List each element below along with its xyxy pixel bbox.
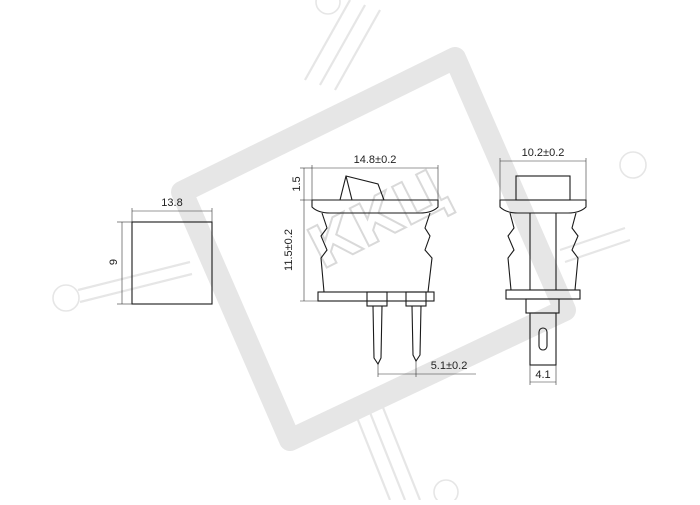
watermark-stripe bbox=[77, 260, 191, 292]
watermark-stripe bbox=[564, 238, 631, 264]
terminal-width-label: 4.1 bbox=[535, 369, 550, 381]
front-flange bbox=[499, 199, 587, 214]
front-view: 10.2±0.2 4.1 bbox=[499, 147, 587, 385]
watermark-frame bbox=[171, 47, 576, 451]
terminal-pin-left bbox=[372, 305, 383, 366]
terminal-block-right bbox=[405, 291, 427, 307]
rocker-edge bbox=[345, 175, 353, 201]
watermark-circle bbox=[619, 151, 647, 179]
watermark-stripe bbox=[378, 399, 422, 501]
watermark-stripe bbox=[363, 399, 407, 501]
base-height-label: 9 bbox=[108, 259, 120, 265]
watermark: ККЦ bbox=[52, 0, 647, 505]
terminal-pin-right bbox=[411, 305, 422, 363]
housing-base bbox=[317, 291, 435, 302]
watermark-circle bbox=[315, 0, 341, 15]
watermark-stripe bbox=[559, 226, 626, 252]
base-view: 13.8 9 bbox=[108, 197, 213, 305]
pitch-label: 5.1±0.2 bbox=[431, 360, 468, 372]
terminal-slot bbox=[538, 327, 548, 351]
rocker-actuator bbox=[339, 175, 385, 201]
front-terminal-tab bbox=[529, 312, 557, 366]
watermark-circle bbox=[433, 479, 459, 505]
bezel-flange bbox=[311, 199, 439, 214]
side-width-label: 14.8±0.2 bbox=[354, 154, 397, 166]
watermark-circle bbox=[52, 284, 80, 312]
watermark-stripe bbox=[334, 9, 381, 91]
base-width-label: 13.8 bbox=[161, 197, 182, 209]
watermark-stripe bbox=[319, 4, 366, 86]
front-width-label: 10.2±0.2 bbox=[522, 147, 565, 159]
side-view: 14.8±0.2 1.5 11.5±0.2 5.1±0.2 bbox=[283, 154, 476, 377]
side-top-label: 1.5 bbox=[291, 176, 303, 191]
terminal-block-left bbox=[366, 291, 388, 307]
watermark-stripe bbox=[348, 399, 392, 501]
watermark-stripe bbox=[79, 272, 193, 304]
watermark-stripe bbox=[304, 0, 351, 81]
base-outline bbox=[131, 221, 213, 305]
side-height-label: 11.5±0.2 bbox=[283, 229, 295, 271]
